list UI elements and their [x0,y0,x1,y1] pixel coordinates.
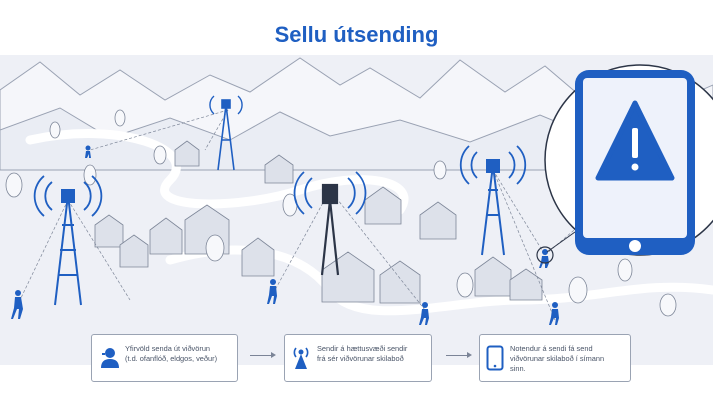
cell-tower-back [209,95,243,171]
people [11,145,559,325]
arrow-1 [250,352,276,358]
arrow-2 [446,352,472,358]
step-authority-line2: (t.d. ofanflóð, eldgos, veður) [125,354,218,363]
step-tower-line2: frá sér viðvörunar skilaboð [317,354,404,363]
step-authority-box: Yfirvöld senda út viðvörun (t.d. ofanfló… [91,334,238,382]
phone-icon [486,345,504,371]
step-users-line1: Notendur á sendi fá send [510,344,593,353]
step-tower-box: Sendir á hættusvæði sendir frá sér viðvö… [284,334,432,382]
step-users-line2: viðvörunar skilaboð í símann [510,354,605,363]
cell-tower-center [293,171,367,276]
cell-tower-right [459,145,527,256]
warning-triangle-icon [595,100,675,181]
step-users-line3: sinn. [510,364,526,373]
step-tower-line1: Sendir á hættusvæði sendir [317,344,408,353]
broadcast-tower-icon [293,347,309,369]
authority-speaker-icon [101,348,119,368]
page-title: Sellu útsending [274,22,439,47]
step-authority-line1: Yfirvöld senda út viðvörun [125,344,211,353]
trees [5,109,677,317]
cell-tower-left [33,175,103,306]
step-users-box: Notendur á sendi fá send viðvörunar skil… [479,334,631,382]
